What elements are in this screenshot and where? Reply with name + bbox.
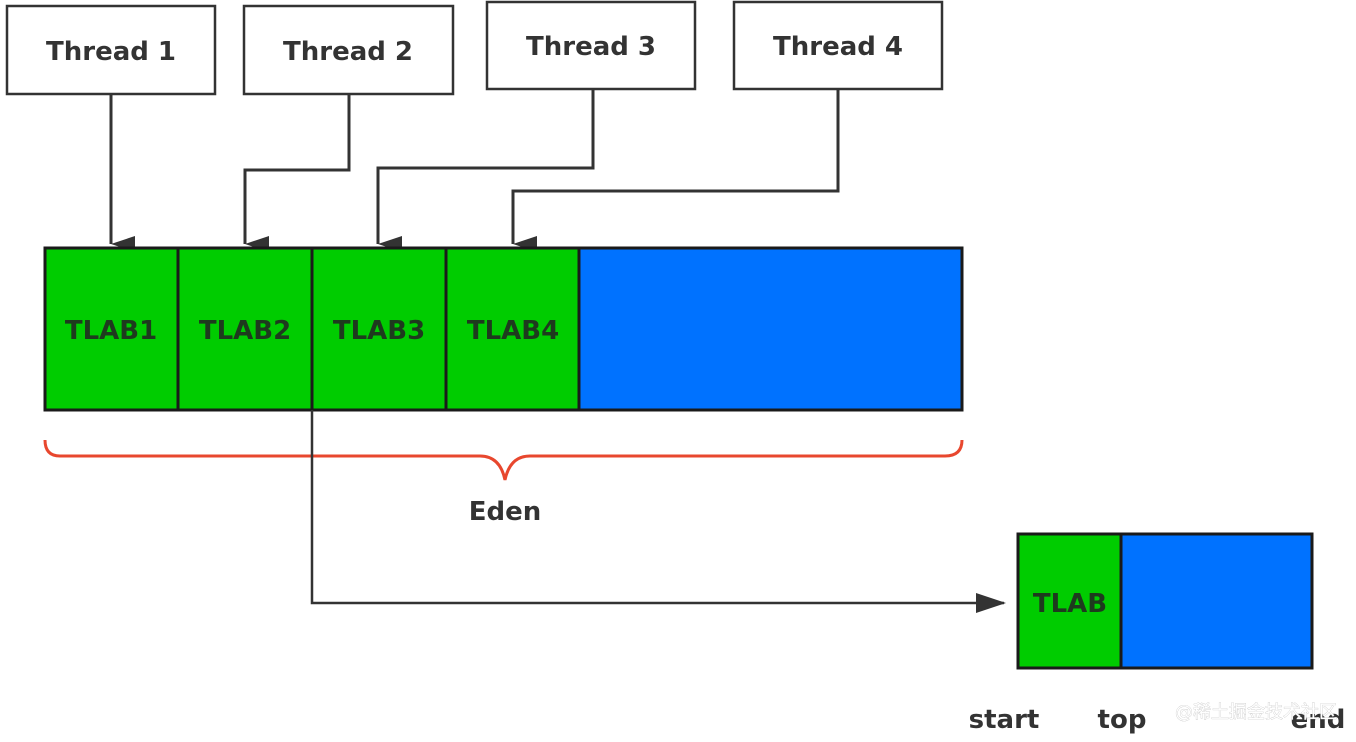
eden-free-space — [577, 246, 964, 412]
arrow-to-tlab-detail-head — [976, 593, 1006, 613]
tlab-label-4: TLAB4 — [467, 316, 559, 346]
tlab-detail-used — [1016, 532, 1123, 670]
tlab-label-2: TLAB2 — [199, 316, 291, 346]
arrow-thread3-tlab3 — [376, 89, 595, 252]
tlab-segment-4 — [444, 246, 581, 412]
eden-bar: TLAB1 TLAB2 TLAB3 TLAB4 — [43, 246, 964, 412]
tlab-segment-2 — [176, 246, 314, 412]
tlab-segment-3 — [310, 246, 448, 412]
tlab-detail: TLAB — [1016, 532, 1314, 670]
thread-label-3: Thread 3 — [526, 32, 656, 62]
watermark: @稀土掘金技术社区 — [1175, 702, 1337, 723]
pointer-start-label: start — [969, 705, 1040, 735]
arrow-to-tlab-detail — [310, 410, 1004, 605]
thread-box-3: Thread 3 — [485, 0, 697, 91]
tlab-label-1: TLAB1 — [65, 316, 157, 346]
tlab-label-3: TLAB3 — [333, 316, 425, 346]
arrow-thread4-tlab4 — [511, 89, 840, 252]
pointer-top-label: top — [1098, 705, 1147, 735]
thread-label-1: Thread 1 — [46, 37, 176, 67]
thread-box-1: Thread 1 — [5, 4, 217, 96]
thread-box-2: Thread 2 — [242, 4, 455, 96]
tlab-detail-label: TLAB — [1033, 589, 1107, 619]
thread-label-4: Thread 4 — [773, 32, 903, 62]
tlab-detail-free — [1119, 532, 1314, 670]
eden-label: Eden — [469, 497, 542, 527]
thread-box-4: Thread 4 — [732, 0, 944, 91]
thread-label-2: Thread 2 — [283, 37, 413, 67]
arrow-thread2-tlab2 — [243, 94, 351, 252]
eden-brace — [43, 439, 964, 481]
pointer-end-label: end — [1291, 705, 1346, 735]
